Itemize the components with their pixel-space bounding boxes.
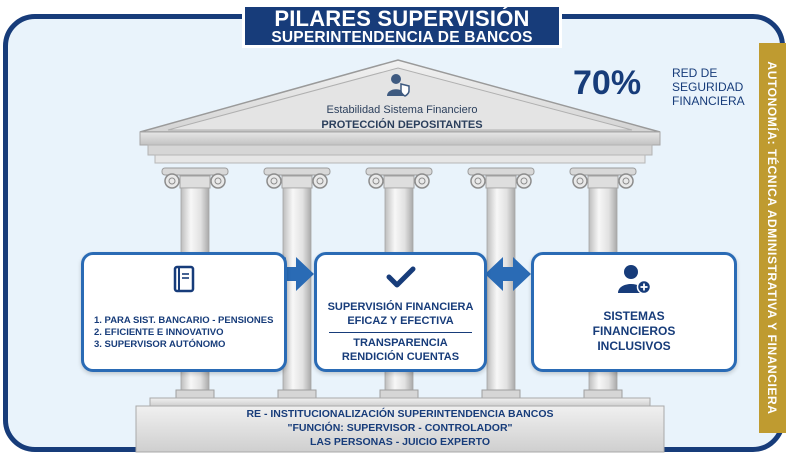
frieze xyxy=(147,144,653,156)
pediment-line-1: Estabilidad Sistema Financiero xyxy=(326,104,478,116)
base-line: LAS PERSONAS - JUICIO EXPERTO xyxy=(309,436,491,448)
page-title: PILARES SUPERVISIÓN xyxy=(274,6,530,31)
double-arrow-icon xyxy=(485,257,531,291)
user-shield-icon xyxy=(387,74,410,97)
card-right-line: INCLUSIVOS xyxy=(597,339,671,353)
card-center-top-line: SUPERVISIÓN FINANCIERA xyxy=(327,301,474,313)
card-right: SISTEMAS FINANCIEROS INCLUSIVOS xyxy=(531,252,737,372)
card-center-bottom-line: RENDICIÓN CUENTAS xyxy=(341,351,460,363)
architrave xyxy=(154,154,646,164)
stat-value: 70% xyxy=(573,64,642,102)
card-divider xyxy=(329,332,472,333)
stat-label-line: SEGURIDAD xyxy=(672,80,744,94)
card-right-line: SISTEMAS xyxy=(603,309,665,323)
column xyxy=(263,167,331,401)
card-right-line: FINANCIEROS xyxy=(592,324,676,338)
checkmark-icon xyxy=(386,266,415,288)
base-line: RE - INSTITUCIONALIZACIÓN SUPERINTENDENC… xyxy=(246,408,554,420)
card-center-top-line: EFICAZ Y EFECTIVA xyxy=(347,315,454,327)
cornice xyxy=(139,131,661,146)
stat-label-line: FINANCIERA xyxy=(672,94,745,108)
add-user-icon xyxy=(618,265,652,295)
card-list: 1. PARA SIST. BANCARIO - PENSIONES 2. EF… xyxy=(94,315,273,351)
pediment-line-2: PROTECCIÓN DEPOSITANTES xyxy=(321,119,483,131)
title-banner: PILARES SUPERVISIÓN SUPERINTENDENCIA DE … xyxy=(242,4,562,48)
card-left: 1. PARA SIST. BANCARIO - PENSIONES 2. EF… xyxy=(81,252,287,372)
pediment-inner xyxy=(167,67,633,131)
side-banner xyxy=(759,43,786,433)
card-center: SUPERVISIÓN FINANCIERA EFICAZ Y EFECTIVA… xyxy=(314,252,487,372)
base-line: "FUNCIÓN: SUPERVISOR - CONTROLADOR" xyxy=(287,422,513,434)
list-item: 2. EFICIENTE E INNOVATIVO xyxy=(94,327,224,338)
card-center-bottom-line: TRANSPARENCIA xyxy=(353,337,448,349)
stat-label-line: RED DE xyxy=(672,66,718,80)
page-subtitle: SUPERINTENDENCIA DE BANCOS xyxy=(271,29,533,46)
book-icon xyxy=(173,265,195,293)
stat-label: RED DE SEGURIDAD FINANCIERA xyxy=(672,66,745,108)
base-step-1 xyxy=(149,397,651,407)
column xyxy=(467,167,535,401)
base-step-2 xyxy=(135,405,665,453)
list-item: 3. SUPERVISOR AUTÓNOMO xyxy=(94,339,226,350)
side-banner-text: AUTONOMÍA: TÉCNICA ADMINISTRATIVA Y FINA… xyxy=(765,61,779,415)
list-item: 1. PARA SIST. BANCARIO - PENSIONES xyxy=(94,315,274,326)
